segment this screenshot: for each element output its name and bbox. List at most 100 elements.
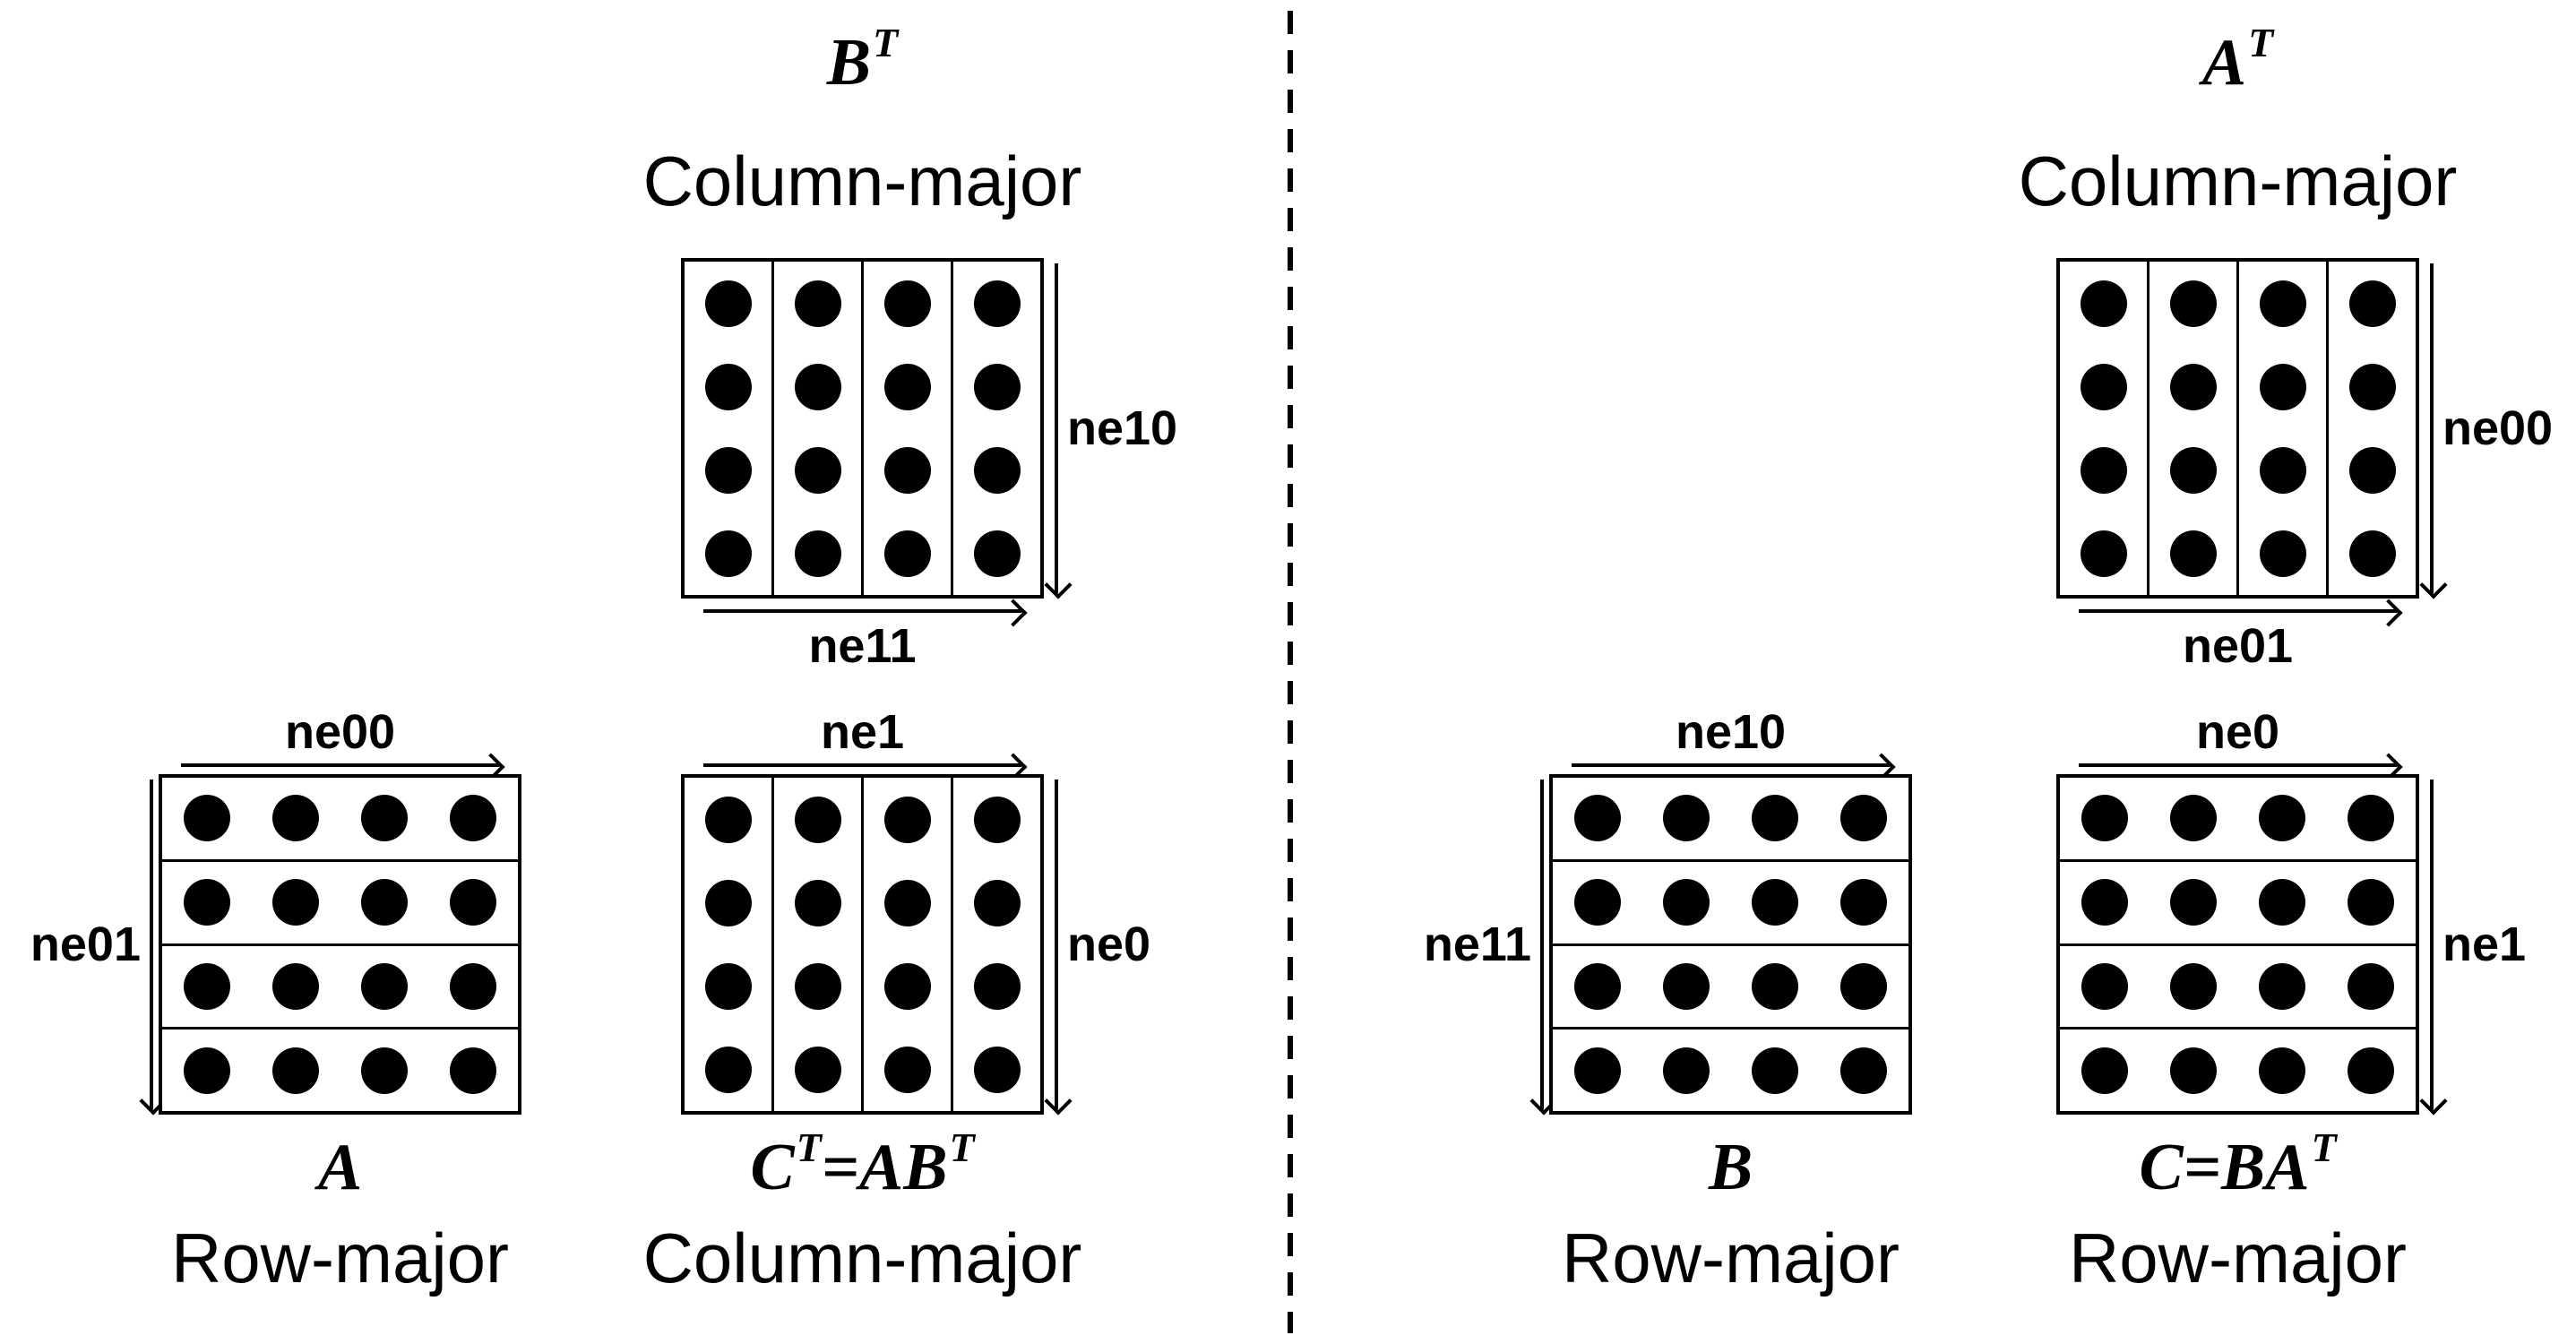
matrix-grid-ct: [681, 774, 1044, 1115]
matrix-element-dot: [794, 879, 841, 926]
matrix-element-dot: [2169, 962, 2217, 1010]
matrix-element-dot: [1662, 962, 1710, 1010]
matrix-element-dot: [2081, 879, 2128, 926]
matrix-element-dot: [883, 962, 931, 1010]
matrix-element-dot: [361, 795, 409, 842]
matrix-column-strip: [951, 778, 1040, 1111]
matrix-element-dot: [883, 796, 931, 843]
matrix-element-dot: [2259, 530, 2306, 577]
matrix-element-dot: [883, 363, 931, 410]
matrix-element-dot: [973, 796, 1021, 843]
matrix-element-dot: [2259, 363, 2306, 410]
matrix-column-strip: [2060, 262, 2147, 595]
layout-label: Column-major: [642, 1219, 1082, 1297]
matrix-element-dot: [704, 796, 752, 843]
matrix-column-strip: [2326, 262, 2416, 595]
matrix-row-strip: [162, 858, 518, 943]
matrix-element-dot: [1573, 962, 1621, 1010]
bottom-dim-annotation: ne01: [2065, 609, 2410, 670]
matrix-element-dot: [2080, 280, 2127, 327]
arrow-right-icon: [181, 763, 499, 767]
right-dim-annotation: ne0: [1055, 780, 1150, 1109]
matrix-element-dot: [1840, 962, 1888, 1010]
matrix-column-strip: [951, 262, 1040, 595]
matrix-row-strip: [1553, 943, 1908, 1028]
top-dim-annotation: ne1: [690, 708, 1035, 767]
arrow-down-icon: [1055, 780, 1058, 1109]
matrix-element-dot: [271, 795, 319, 842]
matrix-element-dot: [883, 879, 931, 926]
matrix-row-strip: [162, 778, 518, 859]
layout-label: Row-major: [170, 1219, 510, 1297]
top-dim-annotation: ne0: [2065, 708, 2410, 767]
matrix-element-dot: [794, 530, 841, 577]
matrix-row-strip: [2060, 943, 2416, 1028]
matrix-element-dot: [1752, 879, 1799, 926]
matrix-row-strip: [2060, 1027, 2416, 1111]
arrow-right-icon: [1572, 763, 1890, 767]
dim-label-ne0: ne0: [1067, 918, 1151, 971]
matrix-element-dot: [794, 280, 841, 327]
matrix-element-dot: [1840, 1047, 1888, 1094]
matrix-element-dot: [1662, 879, 1710, 926]
matrix-element-dot: [794, 962, 841, 1010]
right-dim-annotation: ne00: [2430, 263, 2553, 593]
left-dim-annotation: ne11: [1424, 780, 1544, 1109]
matrix-element-dot: [2081, 962, 2128, 1010]
matrix-group-b: ne10 ne11 B Row-major: [1424, 708, 1912, 1297]
matrix-element-dot: [2169, 530, 2217, 577]
matrix-element-dot: [973, 446, 1021, 494]
matrix-element-dot: [183, 962, 230, 1010]
matrix-element-dot: [2169, 1047, 2217, 1094]
matrix-element-dot: [2259, 1047, 2306, 1094]
matrix-element-dot: [2348, 446, 2396, 494]
matrix-element-dot: [1662, 795, 1710, 842]
matrix-element-dot: [2348, 530, 2396, 577]
matrix-element-dot: [2259, 280, 2306, 327]
matrix-element-dot: [183, 1047, 230, 1094]
arrow-down-icon: [150, 780, 153, 1109]
dim-label-ne00: ne00: [2442, 401, 2554, 455]
matrix-element-dot: [450, 879, 497, 926]
matrix-element-dot: [2348, 1047, 2395, 1094]
matrix-element-dot: [2259, 879, 2306, 926]
matrix-element-dot: [973, 280, 1021, 327]
matrix-element-dot: [704, 530, 752, 577]
matrix-row-strip: [162, 943, 518, 1028]
dim-label-ne01: ne01: [2182, 619, 2294, 673]
matrix-element-dot: [883, 446, 931, 494]
arrow-down-icon: [1055, 263, 1058, 593]
matrix-column-strip: [861, 262, 951, 595]
matrix-element-dot: [450, 962, 497, 1010]
matrix-title-b: B: [1708, 1131, 1753, 1204]
matrix-element-dot: [704, 280, 752, 327]
matrix-element-dot: [794, 363, 841, 410]
matrix-element-dot: [2169, 280, 2217, 327]
matrix-column-strip: [685, 778, 771, 1111]
arrow-right-icon: [2079, 609, 2397, 613]
arrow-down-icon: [2430, 780, 2434, 1109]
matrix-element-dot: [2348, 795, 2395, 842]
matrix-row-strip: [2060, 858, 2416, 943]
matrix-element-dot: [361, 1047, 409, 1094]
matrix-element-dot: [2081, 795, 2128, 842]
matrix-element-dot: [794, 446, 841, 494]
arrow-down-icon: [1540, 780, 1544, 1109]
matrix-row-strip: [162, 1027, 518, 1111]
dim-label-ne10: ne10: [1675, 705, 1787, 759]
matrix-element-dot: [1573, 1047, 1621, 1094]
matrix-element-dot: [2169, 795, 2217, 842]
right-dim-annotation: ne10: [1055, 263, 1177, 593]
matrix-element-dot: [973, 879, 1021, 926]
matrix-row-strip: [2060, 778, 2416, 859]
matrix-element-dot: [2080, 446, 2127, 494]
matrix-element-dot: [1573, 795, 1621, 842]
matrix-element-dot: [2080, 530, 2127, 577]
matrix-element-dot: [1752, 962, 1799, 1010]
matrix-element-dot: [1662, 1047, 1710, 1094]
matrix-column-strip: [771, 262, 861, 595]
